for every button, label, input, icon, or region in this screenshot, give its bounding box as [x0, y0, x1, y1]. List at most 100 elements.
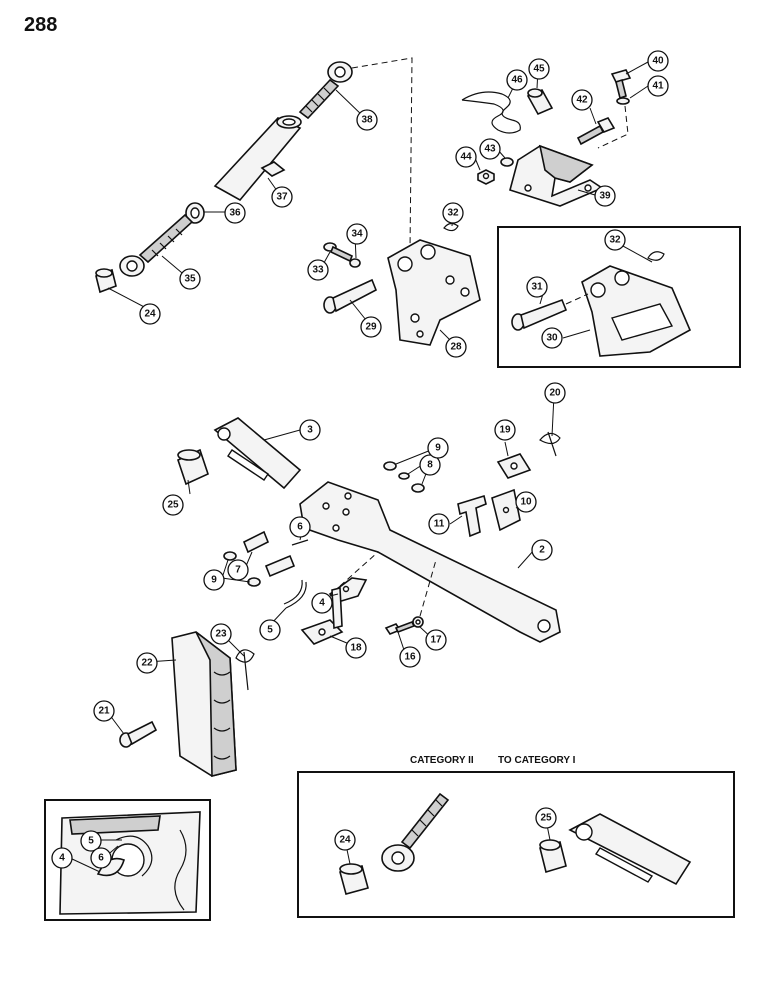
inset-bracket-30-frame: [497, 226, 741, 368]
clip-pin-20: [539, 431, 561, 457]
svg-text:35: 35: [184, 274, 196, 285]
bracket-28: [387, 239, 481, 346]
callout-30: 30: [541, 327, 563, 349]
svg-text:9: 9: [211, 575, 217, 586]
callout-29: 29: [360, 316, 382, 338]
leader-lines: [69, 61, 653, 873]
svg-text:17: 17: [430, 635, 442, 646]
svg-text:40: 40: [652, 56, 664, 67]
callout-detail-4: 4: [51, 847, 73, 869]
svg-text:42: 42: [576, 95, 588, 106]
callout-36: 36: [224, 202, 246, 224]
svg-text:33: 33: [312, 265, 324, 276]
nut-44: [477, 169, 495, 185]
callout-inset-25: 25: [535, 807, 557, 829]
clip-pin-23: [235, 649, 255, 691]
svg-text:6: 6: [98, 853, 104, 864]
callout-32-top: 32: [442, 202, 464, 224]
callout-40: 40: [647, 50, 669, 72]
svg-text:46: 46: [511, 75, 523, 86]
plate-19: [496, 453, 532, 479]
svg-text:2: 2: [539, 545, 545, 556]
svg-text:34: 34: [351, 229, 363, 240]
callout-6: 6: [289, 516, 311, 538]
svg-text:25: 25: [167, 500, 179, 511]
callout-35: 35: [179, 268, 201, 290]
callout-10: 10: [515, 491, 537, 513]
callout-9-left: 9: [203, 569, 225, 591]
bracket-39: [509, 144, 604, 207]
callout-2: 2: [531, 539, 553, 561]
svg-text:4: 4: [59, 853, 65, 864]
spring-clip-46: [461, 91, 521, 134]
svg-text:43: 43: [484, 144, 496, 155]
callout-41: 41: [647, 75, 669, 97]
svg-text:36: 36: [229, 208, 241, 219]
pin-21: [119, 720, 158, 748]
alignment-line-18: [339, 551, 379, 587]
callout-3: 3: [299, 419, 321, 441]
lift-link-category-i: [568, 813, 692, 886]
counterweight-22: [171, 631, 237, 778]
svg-text:32: 32: [447, 208, 459, 219]
svg-text:7: 7: [235, 565, 241, 576]
svg-text:22: 22: [141, 658, 153, 669]
pin-29: [323, 278, 378, 314]
svg-text:25: 25: [540, 813, 552, 824]
alignment-line-31: [565, 293, 589, 305]
snap-rings-9-left: [223, 551, 261, 587]
callout-34: 34: [346, 223, 368, 245]
rod-end-38: [298, 61, 353, 120]
callout-44: 44: [455, 146, 477, 168]
wear-block-10: [491, 488, 521, 532]
svg-text:18: 18: [350, 643, 362, 654]
svg-text:3: 3: [307, 425, 313, 436]
callout-4: 4: [311, 592, 333, 614]
callout-28: 28: [445, 336, 467, 358]
svg-text:4: 4: [319, 598, 325, 609]
pin-plate-18: [300, 586, 344, 645]
callout-25: 25: [162, 494, 184, 516]
callout-5: 5: [259, 619, 281, 641]
svg-text:38: 38: [361, 115, 373, 126]
cotter-pin-6: [291, 539, 309, 546]
svg-text:28: 28: [450, 342, 462, 353]
svg-text:30: 30: [546, 333, 558, 344]
callout-22: 22: [136, 652, 158, 674]
page-number: 288: [24, 14, 58, 36]
callout-39: 39: [594, 185, 616, 207]
bracket-30: [581, 265, 692, 357]
bolt-16: [384, 620, 416, 635]
svg-text:24: 24: [144, 309, 156, 320]
alignment-line-38: [351, 57, 413, 251]
callout-7: 7: [227, 559, 249, 581]
svg-text:19: 19: [499, 425, 511, 436]
lock-washer-34: [349, 258, 361, 268]
bushing-24: [95, 268, 117, 294]
svg-text:5: 5: [267, 625, 273, 636]
callout-45: 45: [528, 58, 550, 80]
callout-inset-24: 24: [334, 829, 356, 851]
callout-37: 37: [271, 186, 293, 208]
svg-text:20: 20: [549, 388, 561, 399]
callout-46: 46: [506, 69, 528, 91]
svg-text:16: 16: [404, 652, 416, 663]
callout-16: 16: [399, 646, 421, 668]
snap-rings-9-right: [383, 461, 425, 493]
callout-detail-6: 6: [90, 847, 112, 869]
svg-text:31: 31: [531, 282, 543, 293]
rod-end-35: [119, 213, 194, 277]
alignment-line-40: [597, 105, 629, 149]
svg-text:21: 21: [98, 706, 110, 717]
tee-block-11: [457, 494, 487, 538]
svg-text:5: 5: [88, 836, 94, 847]
svg-text:41: 41: [652, 81, 664, 92]
bushing-24-category-i: [339, 863, 369, 895]
washer-41: [616, 97, 630, 105]
callout-23: 23: [210, 623, 232, 645]
category-conversion-frame: [297, 771, 735, 918]
svg-text:23: 23: [215, 629, 227, 640]
callout-19: 19: [494, 419, 516, 441]
callout-31: 31: [526, 276, 548, 298]
svg-text:9: 9: [435, 443, 441, 454]
